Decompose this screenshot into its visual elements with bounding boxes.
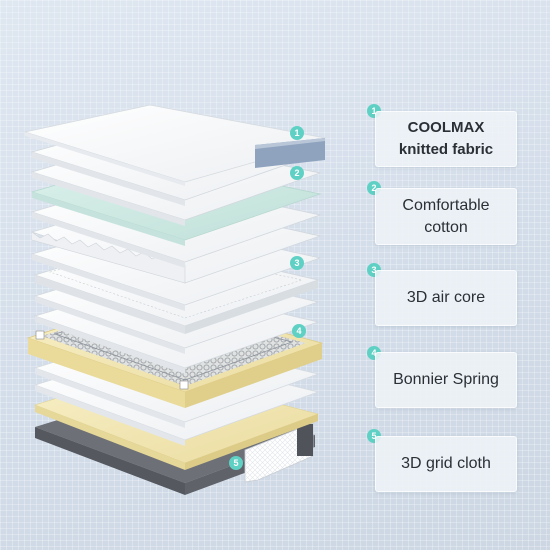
label-text: Comfortable cotton [402,196,490,236]
label-text: 3D air core [406,289,486,306]
label-text: 3D grid cloth [401,455,491,472]
label-coolmax: COOLMAX knitted fabric [375,111,517,167]
number-badge-icon: 5 [229,456,243,470]
label-text: COOLMAX knitted fabric [398,119,494,158]
number-badge-icon: 2 [290,166,304,180]
layer-5-grid-cloth [244,422,314,483]
label-air-core: 3D air core [375,270,517,326]
label-grid-cloth: 3D grid cloth [375,436,517,492]
label-text: Bonnier Spring [393,371,499,388]
layer-1-coolmax [23,104,327,186]
number-badge-icon: 1 [290,126,304,140]
label-cotton: Comfortable cotton [375,188,517,245]
number-badge-icon: 4 [292,324,306,338]
number-badge-icon: 3 [290,256,304,270]
label-spring: Bonnier Spring [375,352,517,408]
